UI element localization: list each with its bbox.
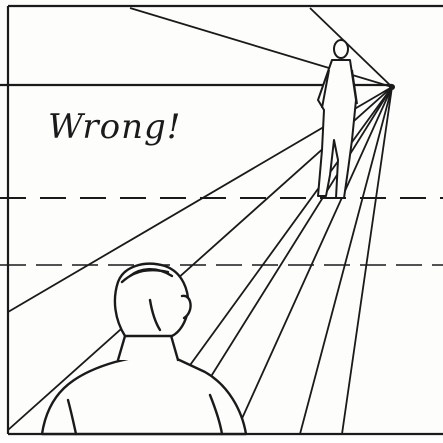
foreground-figure	[42, 264, 246, 434]
wrong-caption: Wrong!	[48, 107, 181, 147]
dashed-guide-lines	[0, 198, 443, 265]
panel-frame	[0, 6, 443, 434]
vanishing-point	[389, 84, 395, 90]
distant-figure	[318, 40, 357, 198]
